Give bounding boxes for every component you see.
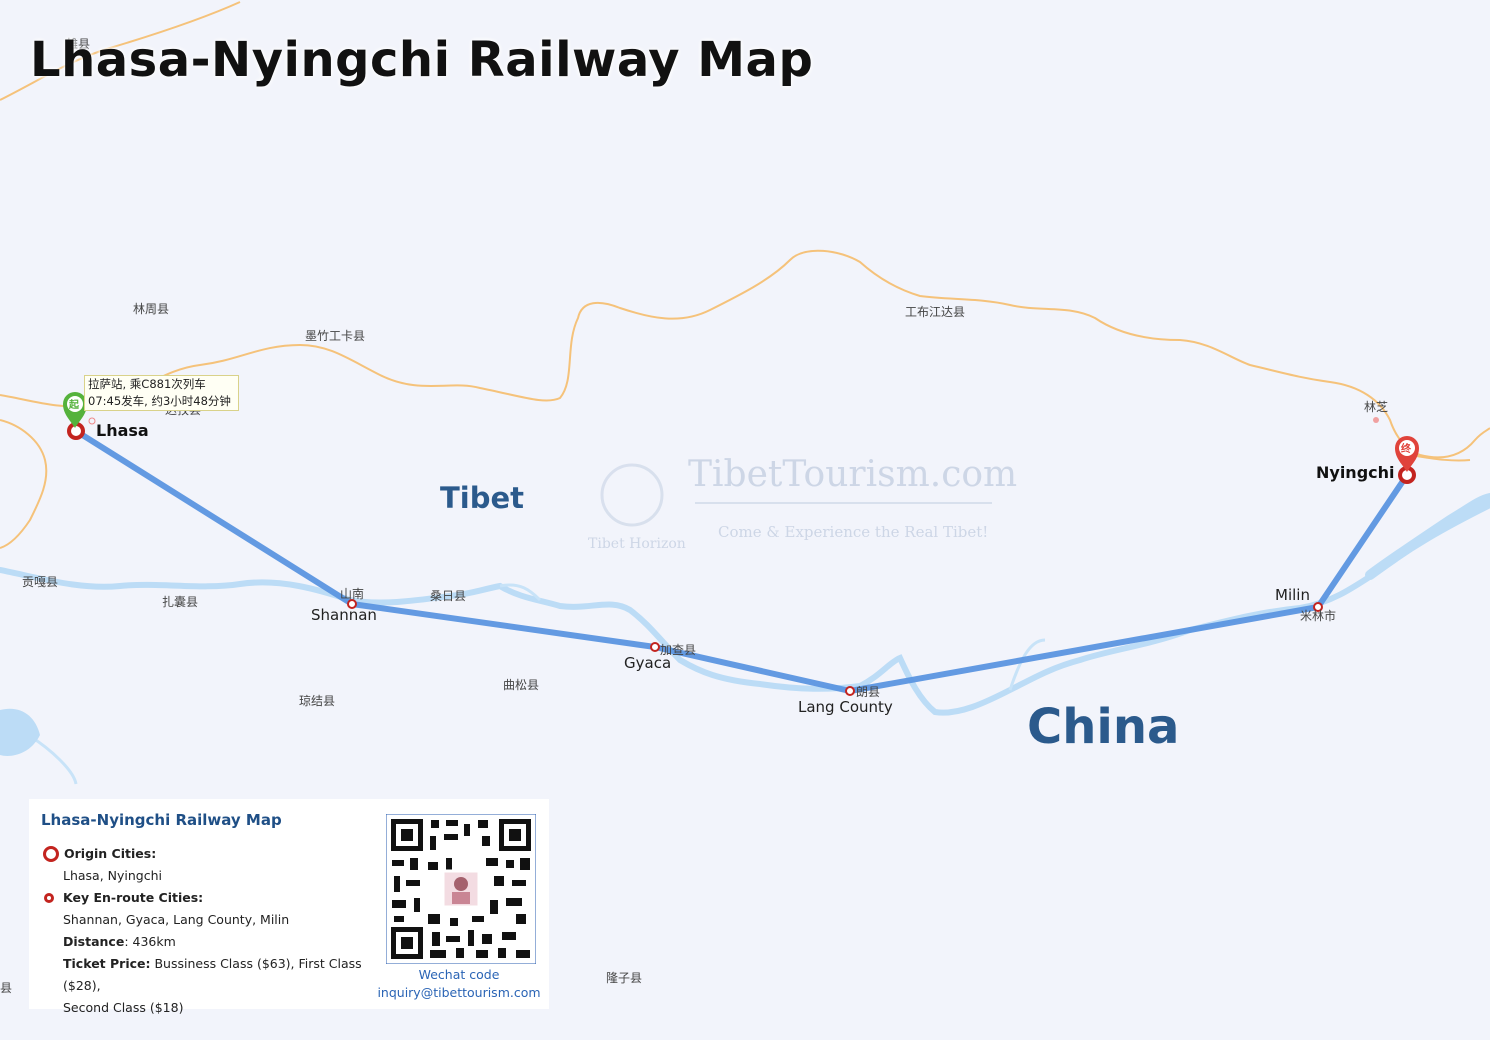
station-milin[interactable]: Milin 米林市 xyxy=(1275,586,1336,623)
tooltip-line1: 拉萨站, 乘C881次列车 xyxy=(88,377,206,391)
qr-caption: Wechat code inquiry@tibettourism.com xyxy=(359,966,559,1002)
station-lhasa[interactable]: Lhasa xyxy=(67,421,149,440)
page-title: Lhasa-Nyingchi Railway Map xyxy=(30,32,814,88)
legend-title: Lhasa-Nyingchi Railway Map xyxy=(41,811,282,829)
station-shannan[interactable]: 山南 Shannan xyxy=(311,586,377,624)
legend-price-label: Ticket Price: xyxy=(63,956,151,971)
wechat-code-label: Wechat code xyxy=(418,967,500,982)
end-pin-label: 终 xyxy=(1401,442,1412,455)
railway-route[interactable] xyxy=(73,428,1410,694)
station-label-lhasa: Lhasa xyxy=(96,421,149,440)
station-label-en: Milin xyxy=(1275,586,1310,604)
legend-price-cont: Second Class ($18) xyxy=(63,1000,184,1015)
legend-distance: Distance: 436km xyxy=(43,931,388,953)
legend-origin-value: Lhasa, Nyingchi xyxy=(63,868,163,883)
tooltip-line2: 07:45发车, 约3小时48分钟 xyxy=(88,394,231,408)
lake xyxy=(0,708,40,756)
station-label-zh: 山南 xyxy=(340,586,364,601)
county-label: 桑日县 xyxy=(430,589,466,603)
legend-origin-label: Origin Cities: xyxy=(64,846,157,861)
county-label: 贡嘎县 xyxy=(22,575,58,589)
station-label-en: Lang County xyxy=(798,698,893,716)
start-pin-label: 起 xyxy=(68,398,80,411)
county-label: 林芝 xyxy=(1364,399,1388,414)
county-label: 墨竹工卡县 xyxy=(305,329,365,343)
legend-body: Origin Cities: Lhasa, Nyingchi Key En-ro… xyxy=(43,843,388,1019)
wechat-qr-code[interactable] xyxy=(386,814,536,964)
legend-price: Ticket Price: Bussiness Class ($63), Fir… xyxy=(43,953,388,997)
legend-price-value: Bussiness Class ($63), First Class ($28)… xyxy=(63,956,362,993)
station-gyaca[interactable]: 加查县 Gyaca xyxy=(624,642,696,672)
region-label-tibet: Tibet xyxy=(440,481,524,515)
watermark-slogan: Come & Experience the Real Tibet! xyxy=(718,523,988,541)
station-label-zh: 加查县 xyxy=(660,643,696,657)
county-label: 林周县 xyxy=(133,302,169,316)
county-label: 雄县 xyxy=(66,36,90,51)
station-lang-county[interactable]: 朗县 Lang County xyxy=(798,685,893,716)
station-label-en: Gyaca xyxy=(624,654,671,672)
station-label-zh: 米林市 xyxy=(1300,608,1336,623)
county-label: 琼结县 xyxy=(299,693,335,708)
legend-enroute-row: Key En-route Cities: xyxy=(43,887,388,909)
station-label-zh: 朗县 xyxy=(856,685,880,699)
station-label-en: Shannan xyxy=(311,606,377,624)
county-label: 隆子县 xyxy=(606,970,642,985)
legend-enroute-value: Shannan, Gyaca, Lang County, Milin xyxy=(63,912,290,927)
station-label-nyingchi: Nyingchi xyxy=(1316,463,1395,482)
start-pin-icon[interactable]: 起 xyxy=(63,392,87,428)
watermark-brand: Tibet Horizon xyxy=(588,536,686,552)
legend-distance-value: : 436km xyxy=(124,934,176,949)
enroute-marker-icon xyxy=(44,893,54,903)
legend-enroute-label: Key En-route Cities: xyxy=(63,890,204,905)
county-label: 曲松县 xyxy=(503,678,539,692)
watermark-site: TibetTourism.com xyxy=(688,454,1017,495)
end-pin-icon[interactable]: 终 xyxy=(1395,436,1419,472)
legend-origin-row: Origin Cities: xyxy=(43,843,388,865)
station-nyingchi[interactable]: Nyingchi xyxy=(1316,463,1416,484)
county-label: 工布江达县 xyxy=(905,305,965,319)
region-label-china: China xyxy=(1027,699,1179,755)
contact-email-link[interactable]: inquiry@tibettourism.com xyxy=(377,985,541,1000)
watermark: TibetTourism.com Come & Experience the R… xyxy=(588,454,1017,552)
county-label: 扎囊县 xyxy=(162,594,198,609)
origin-marker-icon xyxy=(43,846,59,862)
route-tooltip: 拉萨站, 乘C881次列车 07:45发车, 约3小时48分钟 xyxy=(84,375,239,411)
county-label: 县 xyxy=(0,981,12,995)
legend-panel: Lhasa-Nyingchi Railway Map Origin Cities… xyxy=(29,799,549,1015)
legend-distance-label: Distance xyxy=(63,934,125,949)
